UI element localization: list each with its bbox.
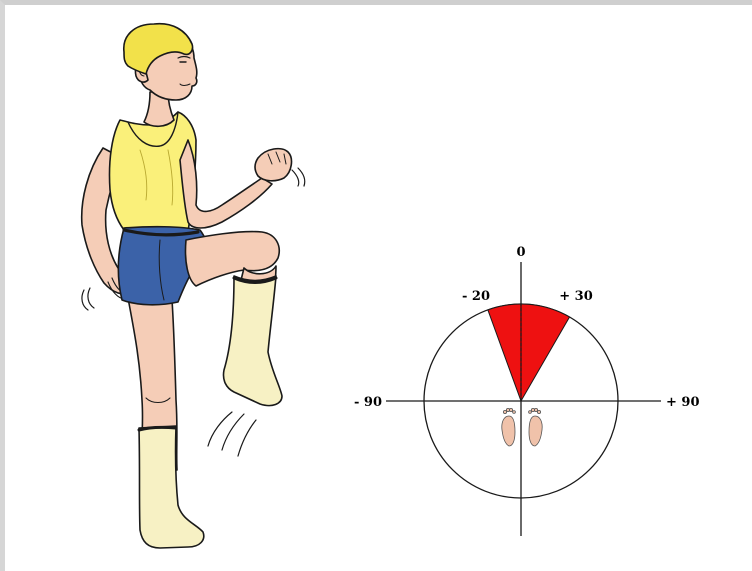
dial-label-sector-start: - 20 <box>462 289 490 304</box>
right-footprint-icon <box>529 408 543 446</box>
dial-label-left: - 90 <box>354 395 382 410</box>
standing-sock <box>139 426 204 548</box>
dial-label-top: 0 <box>516 245 525 260</box>
knee-angle-dial <box>386 262 661 536</box>
left-footprint-icon <box>502 408 516 446</box>
person-figure <box>82 24 305 548</box>
fist <box>255 149 291 181</box>
dial-label-right: + 90 <box>666 395 700 410</box>
raised-sock <box>223 276 282 406</box>
dial-label-sector-end: + 30 <box>559 289 593 304</box>
range-sector <box>488 304 570 401</box>
